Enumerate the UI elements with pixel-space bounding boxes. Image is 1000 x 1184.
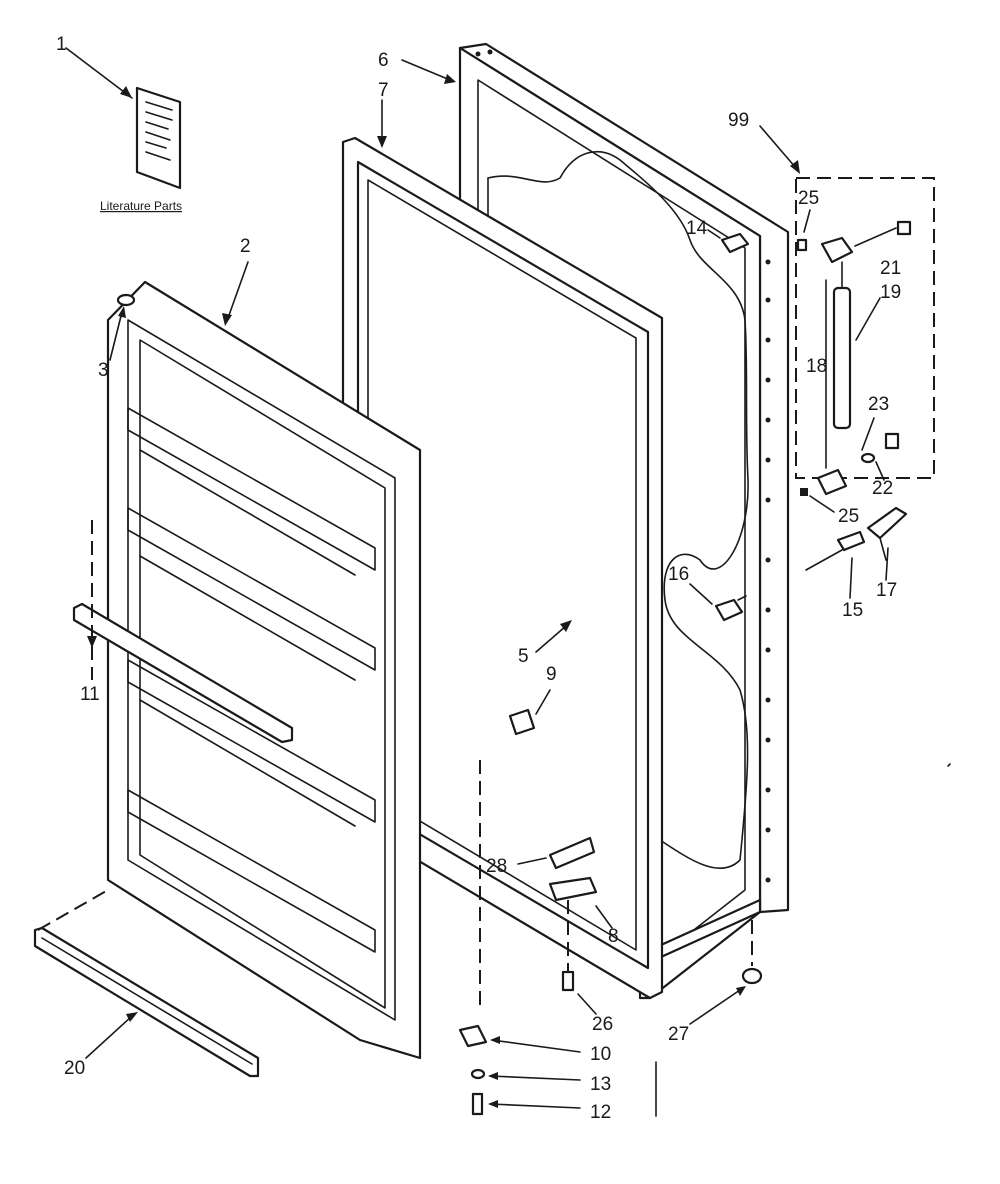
label-25-bottom: 25	[838, 506, 859, 527]
literature-caption: Literature Parts	[100, 199, 182, 213]
part-8	[548, 876, 598, 902]
door-shelves	[127, 407, 376, 953]
part-21-bracket	[820, 220, 912, 264]
label-19: 19	[880, 282, 901, 303]
label-25-top: 25	[798, 188, 819, 209]
label-2: 2	[240, 236, 251, 257]
literature-parts	[65, 47, 182, 190]
label-8: 8	[608, 926, 619, 947]
label-17: 17	[876, 580, 897, 601]
kit-99-outline	[795, 177, 935, 479]
label-15: 15	[842, 600, 863, 621]
part-14	[720, 232, 750, 254]
part-28	[548, 836, 596, 870]
part-27-foot	[741, 967, 763, 985]
part-19-cylinder	[832, 261, 852, 430]
part-22-plate	[884, 432, 900, 450]
label-10: 10	[590, 1044, 611, 1065]
part-17-hinge	[866, 506, 908, 561]
part-12-screw	[471, 1092, 484, 1116]
label-11: 11	[80, 684, 100, 705]
label-14: 14	[686, 218, 708, 239]
part-26-screw	[561, 970, 575, 992]
label-28: 28	[486, 856, 507, 877]
part-9	[508, 708, 536, 736]
label-5: 5	[518, 646, 529, 667]
part-16	[714, 595, 747, 622]
label-16: 16	[668, 564, 689, 585]
label-99: 99	[728, 110, 749, 131]
part-closer-bottom	[816, 468, 848, 496]
label-13: 13	[590, 1074, 611, 1095]
label-21: 21	[880, 258, 901, 279]
label-9: 9	[546, 664, 557, 685]
frame-side-holes	[475, 49, 771, 883]
label-6: 6	[378, 50, 389, 71]
label-12: 12	[590, 1102, 611, 1123]
door-gasket	[341, 136, 664, 1000]
door-rail	[72, 602, 294, 744]
part-23-pin	[860, 452, 876, 464]
label-27: 27	[668, 1024, 689, 1045]
label-23: 23	[868, 394, 889, 415]
label-22: 22	[872, 478, 893, 499]
label-20: 20	[64, 1058, 85, 1079]
label-7: 7	[378, 80, 389, 101]
label-26: 26	[592, 1014, 613, 1035]
part-15-bolt	[805, 530, 866, 571]
part-13-washer	[470, 1068, 486, 1080]
part-10-hinge-plate	[458, 1024, 488, 1048]
label-18: 18	[806, 356, 827, 377]
label-3: 3	[98, 360, 109, 381]
label-1: 1	[56, 34, 67, 55]
part-3-clip	[116, 293, 136, 307]
door-inner-liner	[106, 280, 422, 1060]
part-25-top	[796, 238, 808, 252]
